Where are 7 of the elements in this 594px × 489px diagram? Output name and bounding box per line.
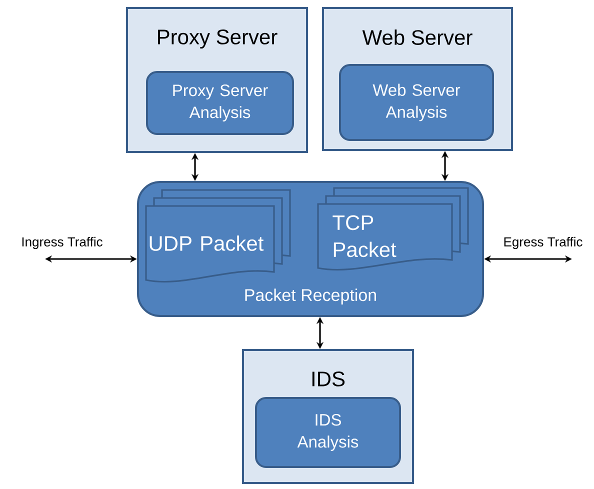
analysis-box: Web Server Analysis bbox=[339, 64, 494, 141]
document-stack: UDP Packet bbox=[145, 189, 291, 283]
edge-label: Ingress Traffic bbox=[22, 236, 102, 250]
document-stack: TCP Packet bbox=[317, 187, 469, 271]
analysis-box: Proxy Server Analysis bbox=[146, 71, 294, 135]
analysis-box: IDS Analysis bbox=[255, 397, 401, 468]
edge-label: Egress Traffic bbox=[504, 236, 582, 250]
